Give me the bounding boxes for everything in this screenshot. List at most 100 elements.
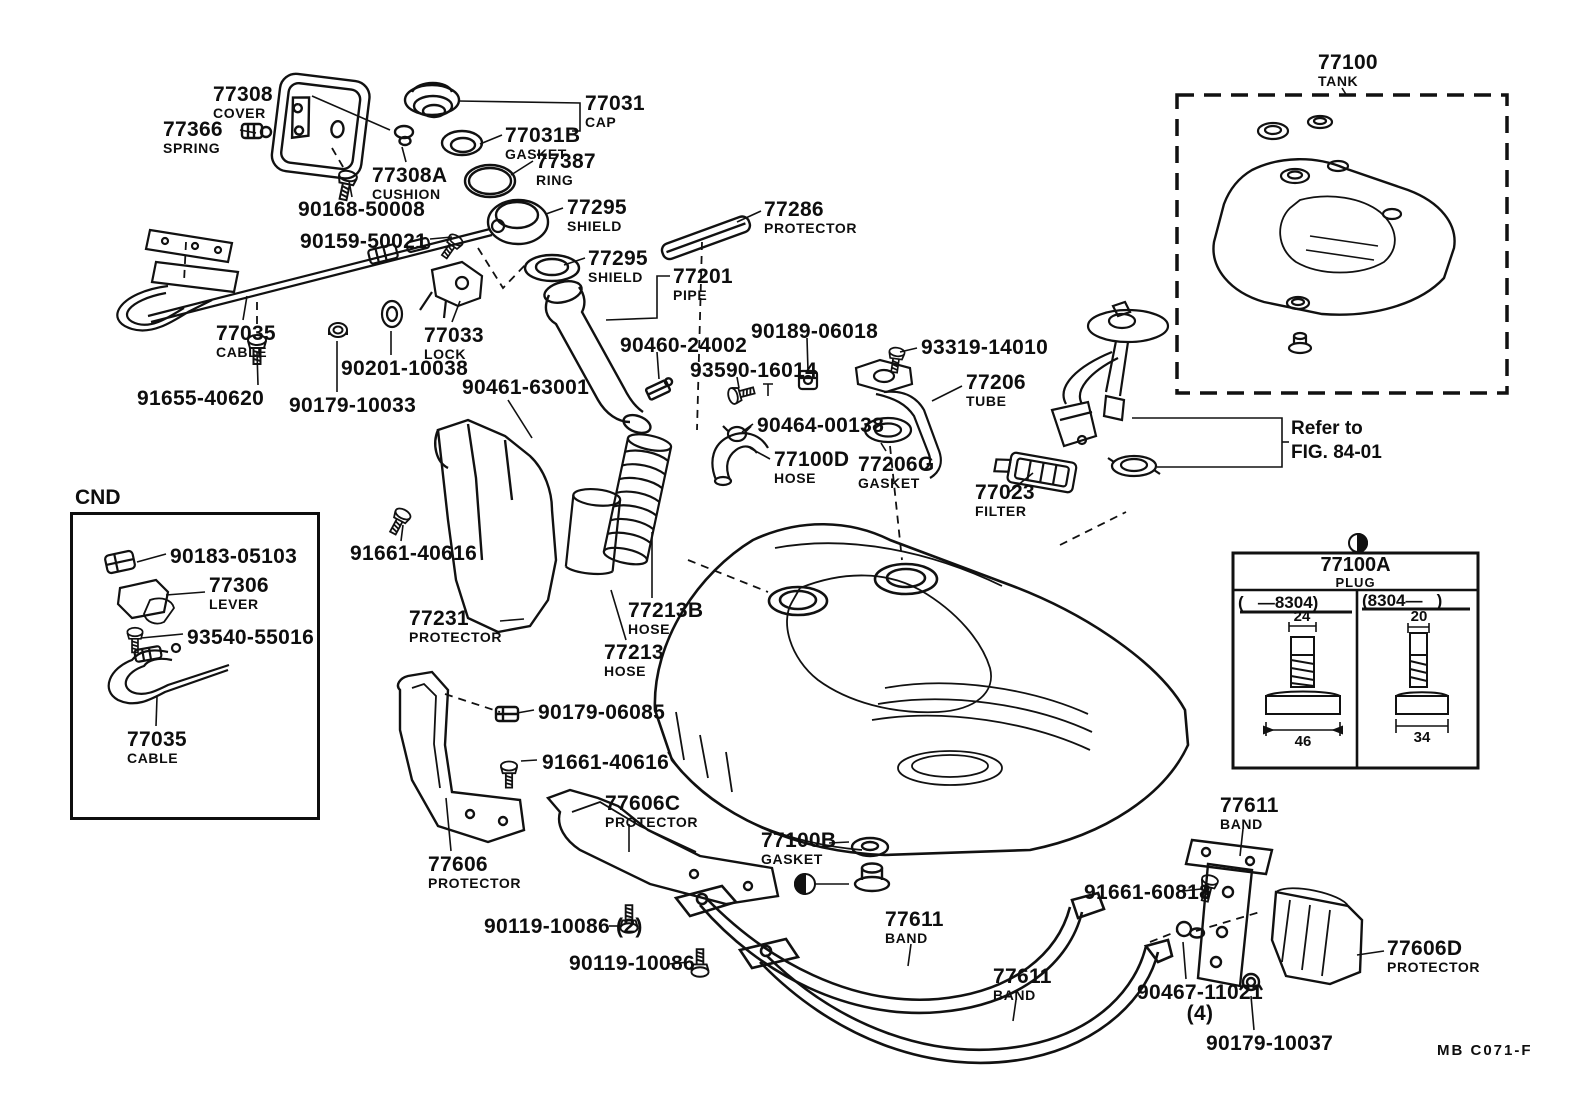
part-label-91655-40620: 91655-40620 bbox=[137, 388, 264, 409]
part-number: 77308A bbox=[372, 164, 448, 187]
part-number: 90201-10038 bbox=[341, 357, 469, 380]
part-name: GASKET bbox=[761, 851, 823, 867]
part-name: HOSE bbox=[604, 663, 647, 679]
part-name: PROTECTOR bbox=[409, 629, 503, 645]
part-label-90119-10086: 90119-10086 bbox=[569, 953, 695, 974]
part-label-91661-60818: 91661-60818 bbox=[1084, 882, 1211, 903]
part-name: BAND bbox=[1220, 816, 1263, 832]
part-label-90168-50008: 90168-50008 bbox=[298, 199, 425, 220]
part-name: HOSE bbox=[774, 470, 817, 486]
part-qty: (4) bbox=[1186, 1002, 1214, 1025]
part-label-90183-05103: 90183-05103 bbox=[170, 546, 297, 567]
part-number: 90183-05103 bbox=[170, 545, 298, 568]
part-label-90159-50021: 90159-50021 bbox=[300, 231, 427, 252]
part-name: LEVER bbox=[209, 596, 259, 612]
part-number: 90461-63001 bbox=[462, 376, 590, 399]
part-number: 91661-40616 bbox=[542, 751, 670, 774]
part-number: 77306 bbox=[209, 574, 269, 597]
part-name: SHIELD bbox=[567, 218, 622, 234]
part-label-93319-14010: 93319-14010 bbox=[921, 337, 1048, 358]
part-number: 90189-06018 bbox=[751, 320, 879, 343]
part-number: 93590-16014 bbox=[690, 359, 818, 382]
part-number: 77031B bbox=[505, 124, 581, 147]
part-number: 90159-50021 bbox=[300, 230, 428, 253]
part-number: 77231 bbox=[409, 607, 469, 630]
part-number: 77366 bbox=[163, 118, 223, 141]
part-label-90461-63001: 90461-63001 bbox=[462, 377, 589, 398]
plug-table-right-range: (8304— ) bbox=[1362, 591, 1443, 610]
tank-bands-art bbox=[673, 884, 1174, 1065]
part-label-90189-06018: 90189-06018 bbox=[751, 321, 878, 342]
part-number: 77033 bbox=[424, 324, 484, 347]
part-number: 91661-60818 bbox=[1084, 881, 1212, 904]
part-name: CUSHION bbox=[372, 186, 441, 202]
part-label-90464-00138: 90464-00138 bbox=[757, 415, 884, 436]
plug-table-number: 77100A bbox=[1320, 554, 1391, 576]
part-number: 93319-14010 bbox=[921, 336, 1049, 359]
part-number: 77213 bbox=[604, 641, 664, 664]
part-number: 91655-40620 bbox=[137, 387, 265, 410]
part-number: 77611 bbox=[1220, 794, 1279, 817]
part-name: PROTECTOR bbox=[764, 220, 858, 236]
part-name: SPRING bbox=[163, 140, 221, 156]
part-name: GASKET bbox=[858, 475, 920, 491]
part-number: 90168-50008 bbox=[298, 198, 426, 221]
part-number: 77606D bbox=[1387, 937, 1463, 960]
part-number: 77286 bbox=[764, 198, 824, 221]
part-name: PROTECTOR bbox=[1387, 959, 1481, 975]
part-name: BAND bbox=[885, 930, 928, 946]
part-number: 91661-40616 bbox=[350, 542, 478, 565]
part-number: 77035 bbox=[216, 322, 276, 345]
cnd-inset-box bbox=[70, 512, 320, 820]
part-number: 90119-10086 bbox=[569, 952, 695, 975]
fuel-lid-cover-art bbox=[240, 72, 415, 203]
fuel-sender-art bbox=[1050, 300, 1170, 478]
part-name: COVER bbox=[213, 105, 266, 121]
refer-note-line2: FIG. 84-01 bbox=[1291, 441, 1382, 463]
part-number: 77035 bbox=[127, 728, 187, 751]
part-label-93590-16014: 93590-16014 bbox=[690, 360, 817, 381]
part-number: 77295 bbox=[567, 196, 627, 219]
part-name: PROTECTOR bbox=[428, 875, 522, 891]
release-cable-art bbox=[116, 218, 506, 366]
plug-right-top-dim: 20 bbox=[1410, 608, 1428, 625]
change-mark bbox=[1348, 532, 1368, 554]
fuel-cap-art bbox=[403, 81, 581, 283]
plug-left-top-dim: 24 bbox=[1293, 608, 1311, 625]
refer-note: Refer to FIG. 84-01 bbox=[1291, 417, 1382, 465]
part-label-91661-40616: 91661-40616 bbox=[350, 543, 477, 564]
part-number: 77611 bbox=[885, 908, 944, 931]
part-label-90179-10037: 90179-10037 bbox=[1206, 1033, 1333, 1054]
filler-pipe-art bbox=[543, 215, 752, 435]
part-name: SHIELD bbox=[588, 269, 643, 285]
part-number: 77606 bbox=[428, 853, 488, 876]
part-number: 90460-24002 bbox=[620, 334, 748, 357]
part-number: 77387 bbox=[536, 150, 596, 173]
part-number: 77023 bbox=[975, 481, 1035, 504]
part-number: 93540-55016 bbox=[187, 626, 315, 649]
part-number: 77201 bbox=[673, 265, 733, 288]
part-number: 90467-11021 bbox=[1137, 981, 1263, 1004]
lower-protectors-art bbox=[384, 505, 891, 978]
part-number: 77606C bbox=[605, 792, 681, 815]
part-number: 90179-10037 bbox=[1206, 1032, 1334, 1055]
part-label-90201-10038: 90201-10038 bbox=[341, 358, 468, 379]
part-name: CABLE bbox=[216, 344, 268, 360]
part-number: 77611 bbox=[993, 965, 1052, 988]
